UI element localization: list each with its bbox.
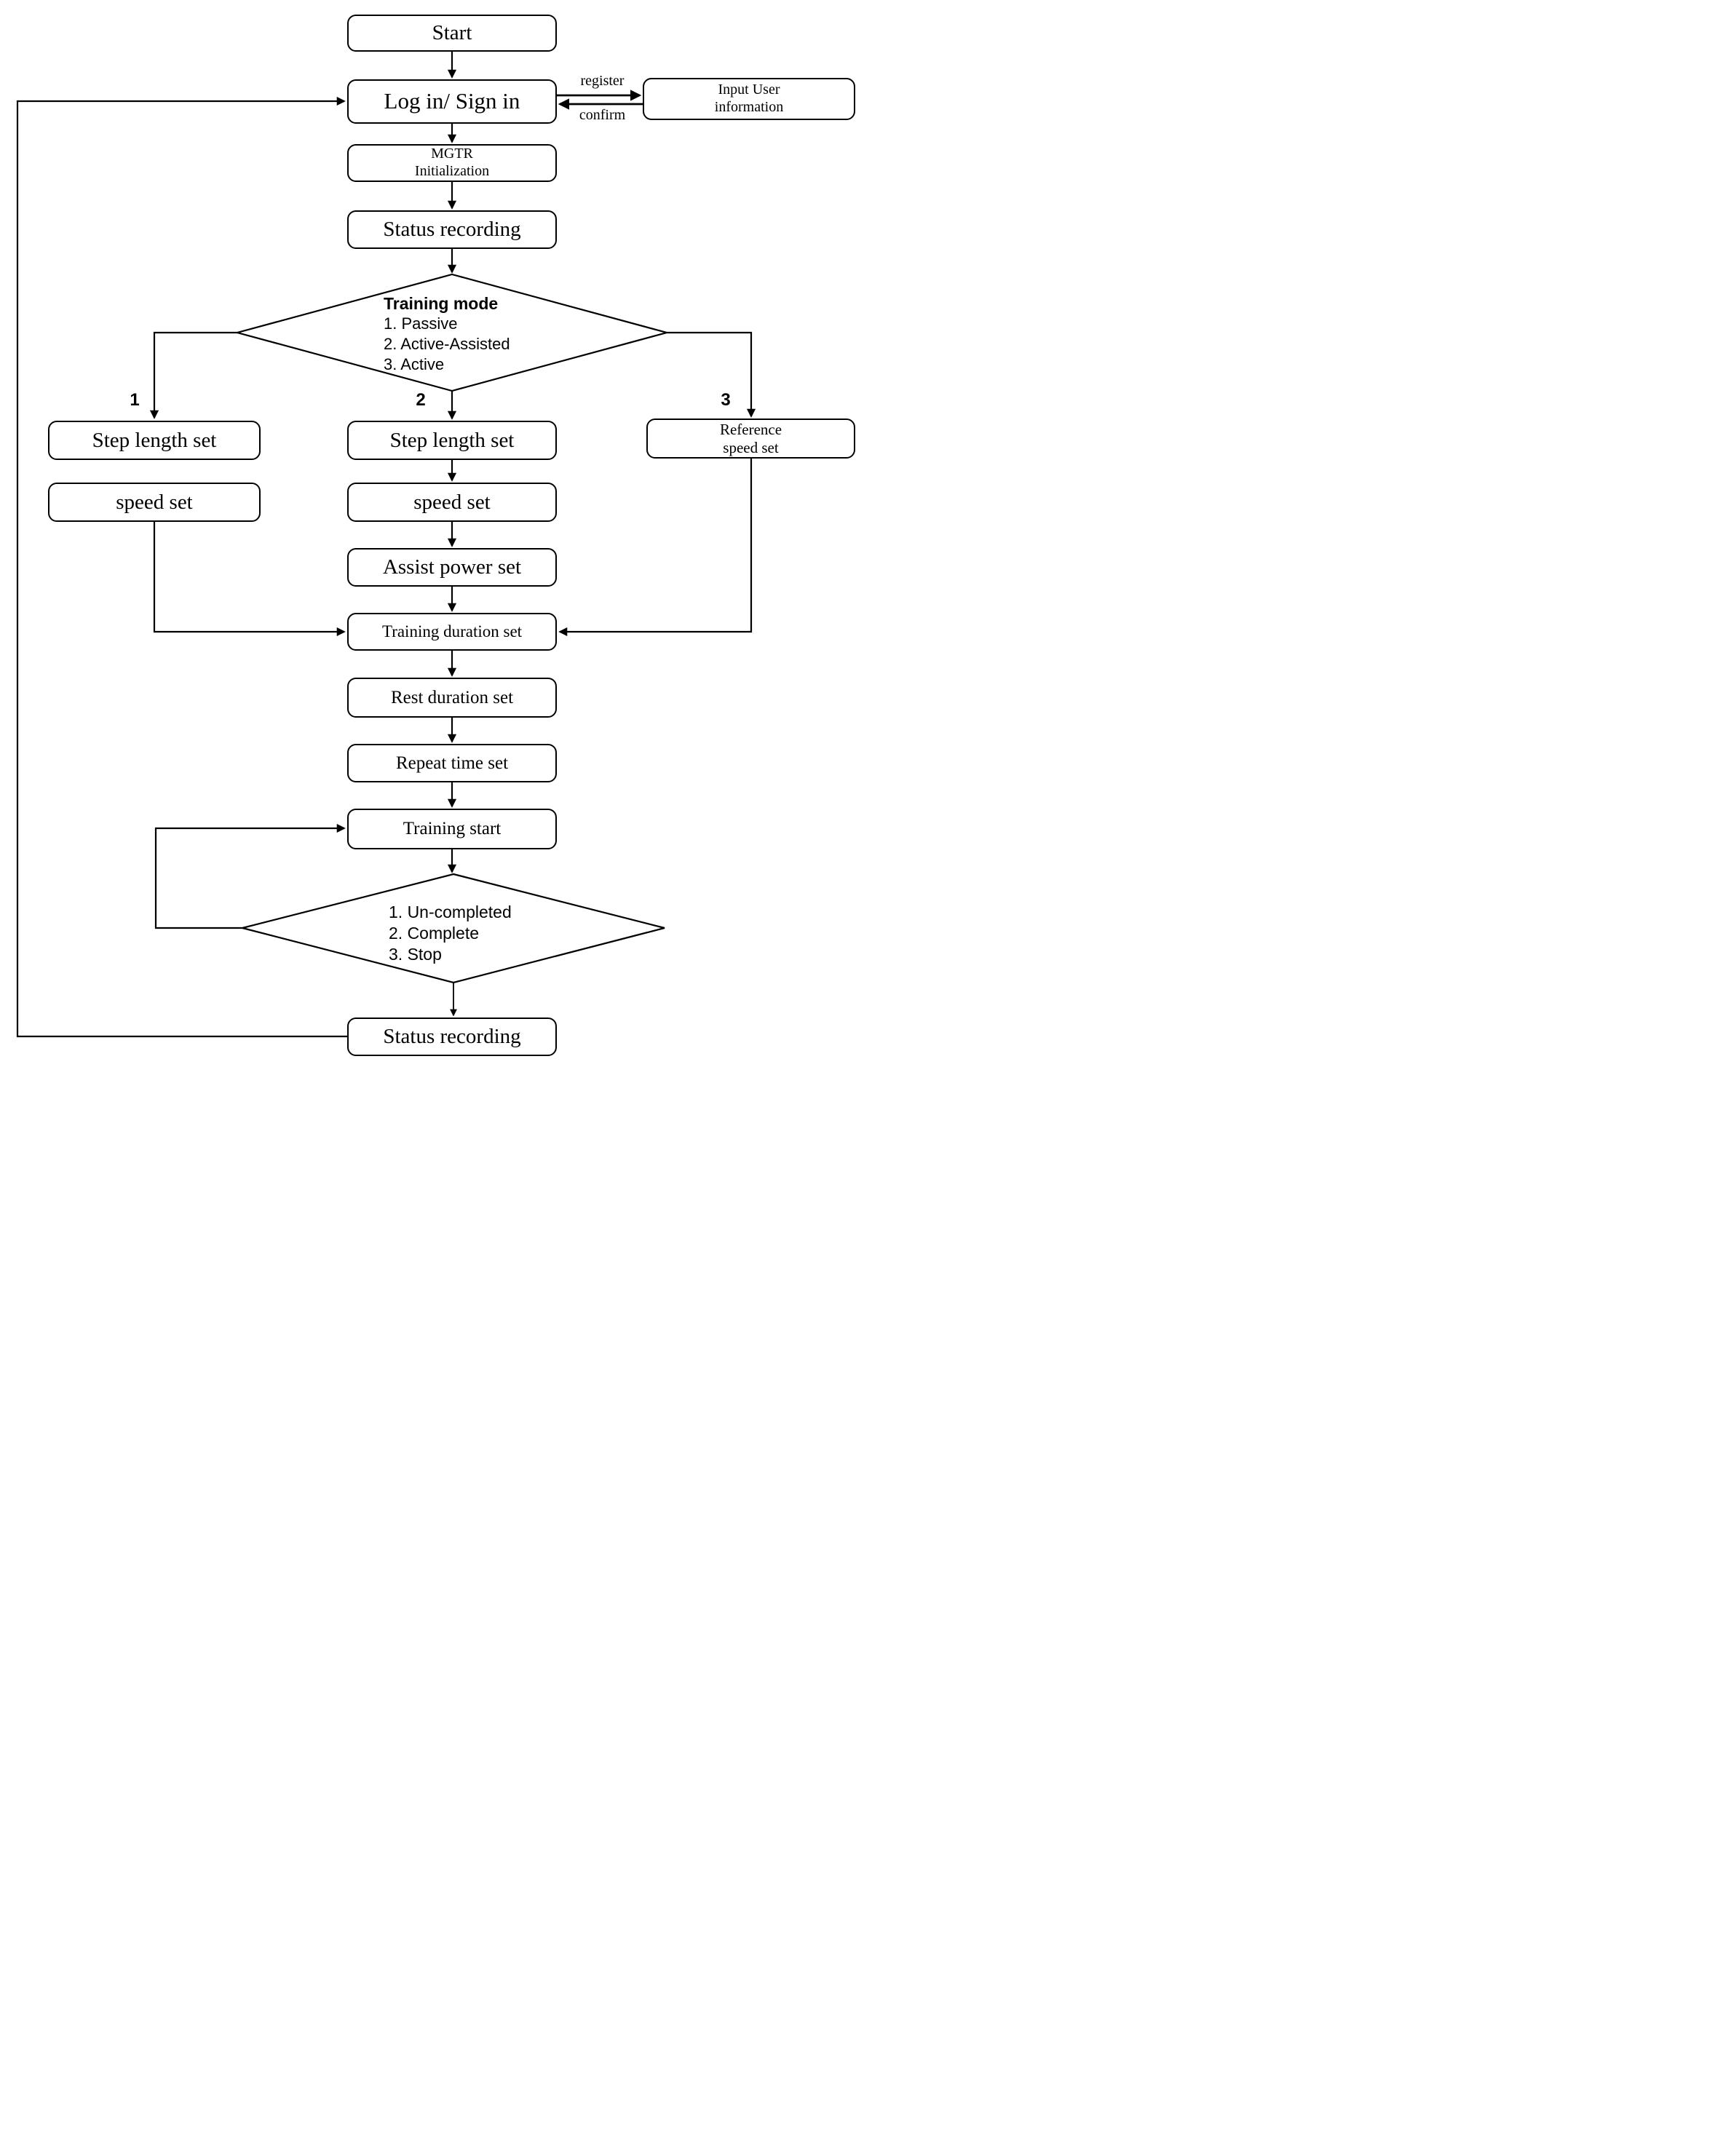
node-start: Start <box>347 15 557 52</box>
node-reference-speed-set: Reference speed set <box>646 419 855 459</box>
node-training-start-label: Training start <box>403 819 502 839</box>
node-assist-power-set: Assist power set <box>347 548 557 587</box>
decision-training-result-text: 1. Un-completed 2. Complete 3. Stop <box>389 902 512 965</box>
decision-training-mode-text: Training mode 1. Passive 2. Active-Assis… <box>384 293 510 375</box>
edge-label-register: register <box>580 73 625 89</box>
decision-training-result-option-1: 1. Un-completed <box>389 903 512 921</box>
node-speed-set-passive-label: speed set <box>116 490 193 514</box>
node-training-duration-set-label: Training duration set <box>381 622 523 641</box>
node-mgtr-line1: MGTR <box>431 146 473 162</box>
node-mgtr-initialization: MGTR Initialization <box>347 144 557 182</box>
node-status-recording-bottom-label: Status recording <box>383 1025 521 1049</box>
decision-training-result-option-3: 3. Stop <box>389 945 442 964</box>
node-repeat-time-set: Repeat time set <box>347 744 557 782</box>
node-reference-speed-line2: speed set <box>723 438 779 456</box>
node-login: Log in/ Sign in <box>347 79 557 124</box>
node-status-recording-top-label: Status recording <box>383 218 521 242</box>
node-speed-set-passive: speed set <box>48 483 261 522</box>
node-step-length-set-assisted-label: Step length set <box>389 428 515 452</box>
node-reference-speed-line1: Reference <box>719 420 782 438</box>
node-repeat-time-set-label: Repeat time set <box>395 753 509 773</box>
node-speed-set-assisted: speed set <box>347 483 557 522</box>
decision-training-mode-option-3: 3. Active <box>384 355 445 373</box>
edge-label-confirm: confirm <box>579 107 626 123</box>
branch-label-2: 2 <box>416 390 426 410</box>
decision-training-mode-title: Training mode <box>384 294 499 313</box>
decision-training-mode-option-1: 1. Passive <box>384 314 458 333</box>
node-start-label: Start <box>432 21 472 45</box>
node-status-recording-bottom: Status recording <box>347 1018 557 1056</box>
node-input-user-info-line1: Input User <box>718 82 780 98</box>
node-speed-set-assisted-label: speed set <box>413 490 491 514</box>
branch-label-1: 1 <box>130 390 140 410</box>
node-status-recording-top: Status recording <box>347 210 557 249</box>
node-login-label: Log in/ Sign in <box>384 88 520 114</box>
decision-training-result-option-2: 2. Complete <box>389 924 480 943</box>
decision-training-mode-option-2: 2. Active-Assisted <box>384 335 510 353</box>
node-input-user-info-line2: information <box>714 99 784 115</box>
node-step-length-set-passive-label: Step length set <box>92 428 217 452</box>
branch-label-3: 3 <box>721 390 731 410</box>
node-training-duration-set: Training duration set <box>347 613 557 651</box>
node-mgtr-line2: Initialization <box>414 163 490 179</box>
node-rest-duration-set-label: Rest duration set <box>390 687 514 707</box>
node-step-length-set-assisted: Step length set <box>347 421 557 460</box>
node-rest-duration-set: Rest duration set <box>347 678 557 718</box>
connector-lines <box>16 52 756 1038</box>
node-training-start: Training start <box>347 809 557 849</box>
node-assist-power-set-label: Assist power set <box>382 555 522 579</box>
node-input-user-information: Input User information <box>643 78 855 120</box>
flowchart-canvas: Start Log in/ Sign in Input User informa… <box>0 0 868 1067</box>
node-step-length-set-passive: Step length set <box>48 421 261 460</box>
